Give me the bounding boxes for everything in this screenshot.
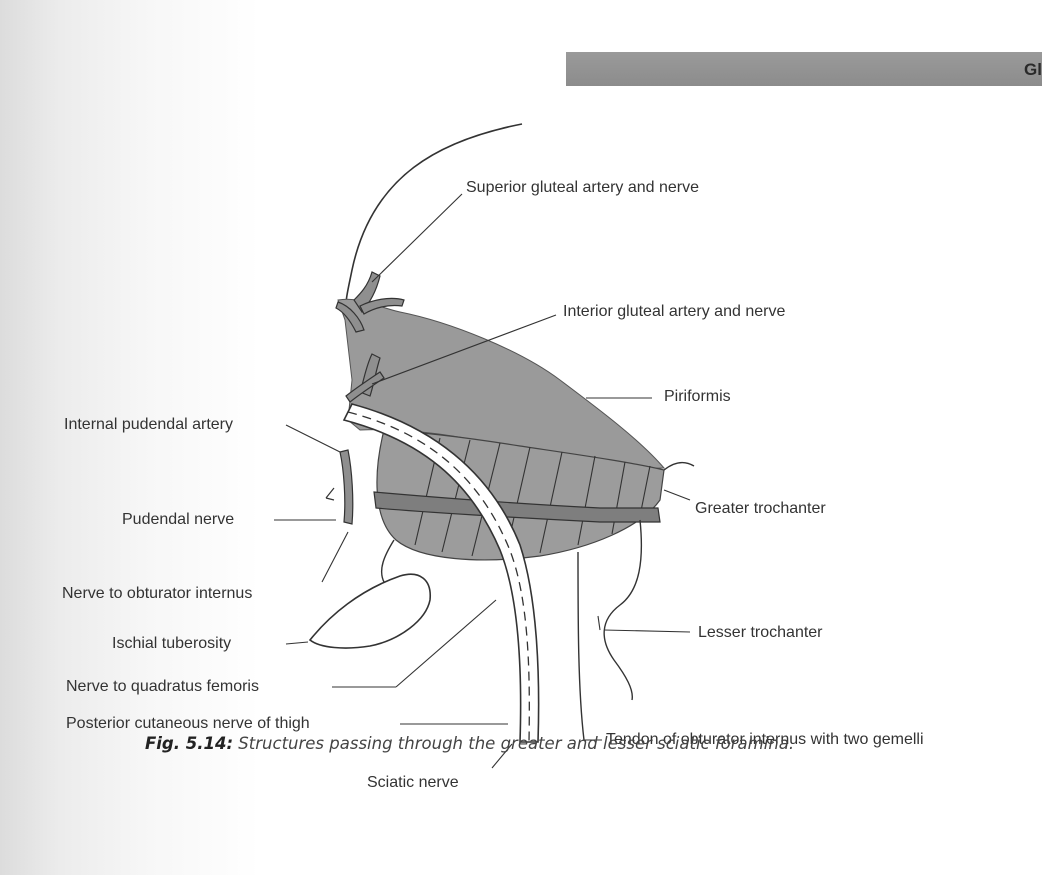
label-piriformis: Piriformis — [664, 388, 731, 406]
label-nerve-to-obturator-internus: Nerve to obturator internus — [62, 585, 252, 603]
pudendal-nerve-shape — [340, 450, 353, 524]
pudendal-branch — [326, 488, 334, 500]
femur-outline — [664, 463, 694, 470]
ischial-tuberosity-shape — [310, 574, 430, 648]
label-greater-trochanter: Greater trochanter — [695, 500, 826, 518]
figure-number: Fig. 5.14: — [145, 734, 233, 753]
label-pudendal-nerve: Pudendal nerve — [122, 511, 234, 529]
figure-caption-text: Structures passing through the greater a… — [233, 734, 794, 753]
label-nerve-to-quadratus-femoris: Nerve to quadratus femoris — [66, 678, 259, 696]
label-posterior-cutaneous-nerve: Posterior cutaneous nerve of thigh — [66, 715, 310, 733]
label-sciatic-nerve: Sciatic nerve — [367, 774, 459, 792]
label-superior-gluteal: Superior gluteal artery and nerve — [466, 179, 699, 197]
label-ischial-tuberosity: Ischial tuberosity — [112, 635, 231, 653]
label-inferior-gluteal: Interior gluteal artery and nerve — [563, 303, 785, 321]
figure-caption: Fig. 5.14: Structures passing through th… — [145, 734, 794, 753]
tendon-line — [578, 552, 584, 740]
femur-shaft — [604, 520, 641, 700]
label-internal-pudendal-artery: Internal pudendal artery — [64, 416, 233, 434]
label-lesser-trochanter: Lesser trochanter — [698, 624, 823, 642]
